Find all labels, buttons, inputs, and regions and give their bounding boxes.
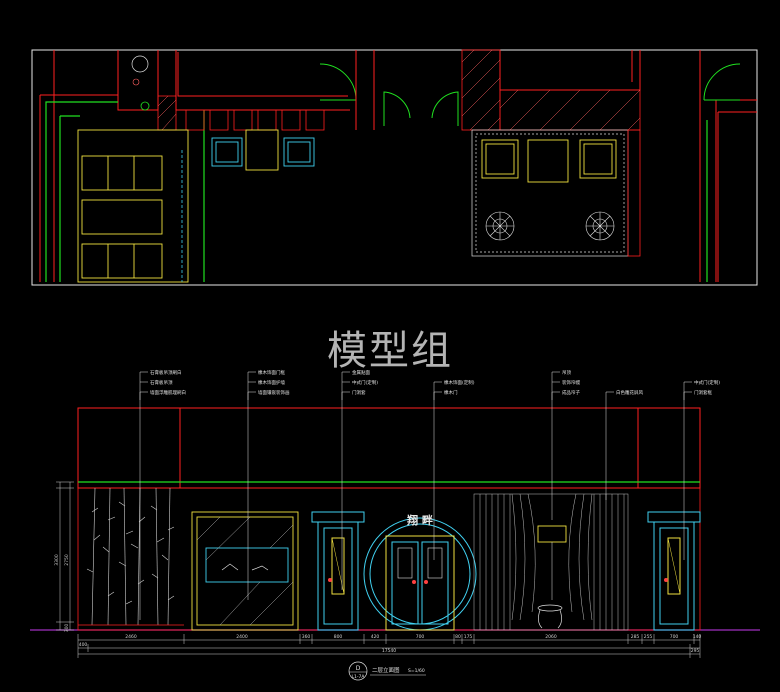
section-symbol bbox=[348, 661, 368, 681]
floor-plan bbox=[31, 49, 758, 286]
callout-text: 橡木饰面护墙 bbox=[258, 379, 285, 386]
curtain-screen bbox=[473, 493, 629, 631]
dim-text: 2060 bbox=[545, 634, 557, 640]
callout-text: 墙面浮雕肌理刷白 bbox=[150, 389, 186, 396]
title-block: D L1-7A 二层立面图 S=1/60 bbox=[348, 661, 426, 681]
dim-text: 420 bbox=[371, 634, 380, 640]
dim-text: 300 bbox=[64, 624, 70, 633]
callout-text: 门洞套框 bbox=[694, 389, 712, 396]
dim-text: 80 bbox=[455, 634, 461, 640]
dim-text: 255 bbox=[644, 634, 653, 640]
side-stool bbox=[537, 604, 563, 629]
dim-text: 700 bbox=[416, 634, 425, 640]
dim-text: 175 bbox=[464, 634, 473, 640]
dim-text: 140 bbox=[693, 634, 702, 640]
callout-text: 石膏板吊顶 bbox=[150, 379, 173, 386]
dim-labels: 2460 2400 360 800 420 700 80 175 2060 28… bbox=[79, 634, 702, 654]
dim-text: 400 bbox=[79, 642, 88, 648]
dim-text: 3300 bbox=[54, 554, 60, 566]
callout-text: 橡木饰面(定制) bbox=[444, 379, 475, 386]
vertical-dimensions bbox=[56, 481, 74, 631]
horizontal-dimensions bbox=[77, 634, 701, 658]
dim-text: 800 bbox=[334, 634, 343, 640]
plan-wall bbox=[117, 50, 159, 111]
section-sub: L1-7A bbox=[352, 674, 366, 680]
dining-chairs bbox=[211, 137, 315, 167]
callout-text: 白色雕花屏风 bbox=[616, 389, 643, 396]
sofa-set-left bbox=[77, 129, 189, 283]
wall-panel-mirror bbox=[191, 511, 299, 631]
sofa-set-right bbox=[481, 139, 617, 183]
callout-text: 中式门(定制) bbox=[352, 379, 378, 386]
drawing-scale: S=1/60 bbox=[408, 668, 425, 674]
callout-text: 中式门(定制) bbox=[694, 379, 720, 386]
bamboo-relief bbox=[86, 487, 175, 626]
door-left bbox=[311, 511, 365, 631]
callout-text: 石膏板吊顶刷白 bbox=[150, 369, 182, 376]
dim-text: 295 bbox=[691, 648, 700, 654]
dim-text: 700 bbox=[670, 634, 679, 640]
callout-text: 橡木饰面门框 bbox=[258, 369, 285, 376]
rug bbox=[471, 129, 629, 257]
plant-icon bbox=[131, 55, 149, 73]
callout-text: 门洞套 bbox=[352, 389, 366, 396]
callout-text: 成品帘子 bbox=[562, 389, 580, 396]
callouts: 石膏板吊顶刷白 石膏板吊顶 墙面浮雕肌理刷白 橡木饰面门框 橡木饰面护墙 墙面镶… bbox=[150, 369, 720, 396]
dim-text: 2400 bbox=[236, 634, 248, 640]
drawing-title: 二层立面图 bbox=[372, 666, 400, 674]
watermark-text: 模型组 bbox=[327, 328, 453, 374]
plan-frame bbox=[31, 49, 758, 286]
dim-text: 17540 bbox=[382, 648, 396, 654]
door-right bbox=[647, 511, 701, 631]
dim-text: 360 bbox=[302, 634, 311, 640]
plan-wall bbox=[175, 50, 350, 111]
elevation: 翔 畔 bbox=[30, 369, 760, 681]
callout-text: 橡木门 bbox=[444, 389, 458, 396]
plant-icon bbox=[485, 211, 615, 241]
dim-text: 2750 bbox=[64, 554, 70, 566]
plan-wall bbox=[177, 52, 348, 97]
dim-text: 2460 bbox=[125, 634, 137, 640]
callout-text: 金属贴面 bbox=[352, 369, 370, 376]
door-handle bbox=[328, 578, 332, 582]
section-letter: D bbox=[356, 665, 361, 672]
dim-text: 285 bbox=[631, 634, 640, 640]
door-sign: 翔 畔 bbox=[406, 513, 433, 527]
dining-table bbox=[245, 129, 279, 171]
callout-text: 装饰帘幔 bbox=[562, 379, 580, 386]
callout-leaders bbox=[139, 371, 692, 620]
callout-text: 墙面镶嵌装饰画 bbox=[258, 389, 290, 396]
plan-wall bbox=[499, 50, 641, 91]
wall-lamp bbox=[537, 525, 567, 600]
callout-text: 吊顶 bbox=[562, 370, 571, 376]
moon-gate-door bbox=[363, 517, 477, 631]
